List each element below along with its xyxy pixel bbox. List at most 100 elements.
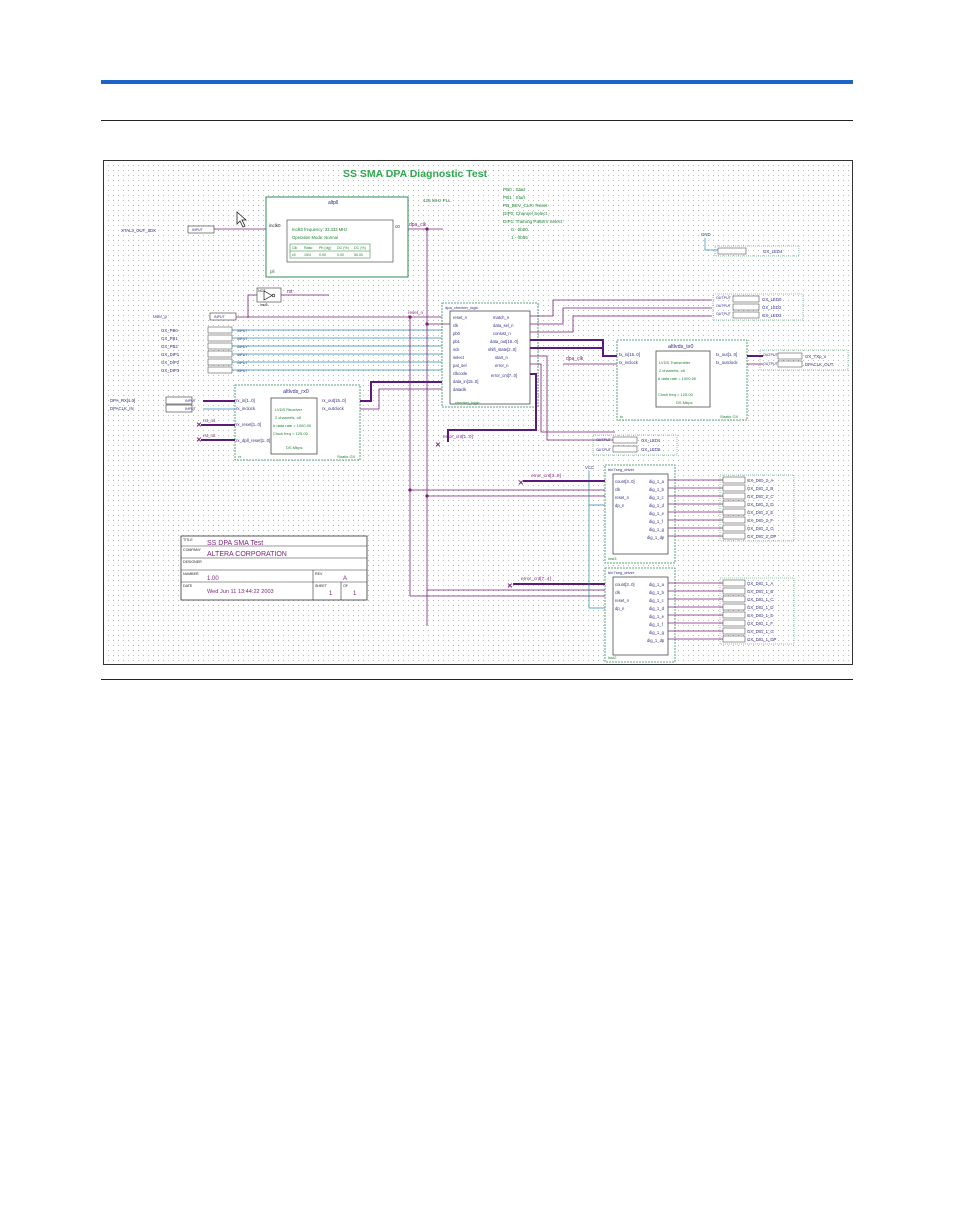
tx-port-left: tx_in[15..0] <box>619 352 640 357</box>
output-pin[interactable]: GX_DIG_1_E <box>722 611 773 619</box>
rx-name: altlvds_rx0 <box>283 389 309 395</box>
digit-name: bin7seg_driver <box>608 467 635 472</box>
tx-info: LVDS Transmitter <box>659 360 691 365</box>
pll-table-cell: 0.00 <box>337 253 344 257</box>
output-pin[interactable]: GX_DIG_1_B <box>722 587 773 595</box>
rx-info: Clock freq = 125.00 <box>273 431 309 436</box>
output-pin[interactable]: GX_DIG_1_A <box>722 579 773 587</box>
output-pin[interactable]: GX_DIG_2_G <box>722 524 774 532</box>
rx-info: 2 channels, x8 <box>275 415 302 420</box>
checker-port-left: pb0 <box>453 331 461 336</box>
output-pin-name: GX_DIG_1_B <box>747 589 773 594</box>
output-pin-tag: OUTPUT <box>716 304 732 308</box>
checker-port-right: shift_state[2..0] <box>488 347 516 352</box>
digit-display-1[interactable]: bin7seg_driver count[3..0] clk reset_n d… <box>604 464 676 564</box>
net-label-error-cnt-b: error_cnt[3..0] <box>531 473 561 479</box>
input-pin-name: XTAL3_OUT_3DX <box>121 228 156 233</box>
output-pin-gx-txp[interactable]: OUTPUT GX_TXp_o <box>763 352 827 360</box>
input-pin-name: GX_PB0 <box>161 328 178 333</box>
output-pin[interactable]: GX_DIG_1_F <box>722 619 773 627</box>
output-pin-led0[interactable]: OUTPUT GX_LED0 <box>716 295 782 303</box>
input-pin-tag: INPUT <box>237 369 248 373</box>
output-pin-led3[interactable]: OUTPUT GX_LED3 <box>716 311 782 319</box>
input-pin-dpa-rx[interactable]: DPA_RX[1.0] INPUT <box>110 396 197 405</box>
checker-logic-block[interactable]: dpa_checker_logic reset_n clk pb0 pb1 sc… <box>441 302 539 408</box>
output-pin[interactable]: GX_DIG_2_B <box>722 484 773 492</box>
x-marker-icon: ✕ <box>507 583 513 590</box>
output-pin[interactable]: GX_DIG_1_D <box>722 603 774 611</box>
digit-port-right: dig_1_a <box>649 582 665 587</box>
output-pin-led5[interactable]: OUTPUT GX_LED5 <box>596 445 661 453</box>
bus-wire <box>543 347 622 357</box>
output-pin[interactable]: GX_DIG_1_C <box>722 595 774 603</box>
lvds-rx-block[interactable]: altlvds_rx0 rx_in[1..0] rx_inclock rx_re… <box>234 384 361 461</box>
output-pin-name: GX_DIG_1_E <box>747 613 773 618</box>
tx-port-right: tx_out[1..0] <box>716 352 737 357</box>
output-pin-symbol <box>722 595 746 603</box>
checker-port-left: data_in[15..0] <box>453 379 478 384</box>
checker-port-right: error_cnt[7..0] <box>491 373 517 378</box>
output-pin[interactable]: GX_DIG_2_D <box>722 500 774 508</box>
digit-port-left: clk <box>615 487 621 492</box>
output-pin[interactable]: GX_DIG_1_G <box>722 627 774 635</box>
output-pin-name: GX_LED0 <box>762 297 782 302</box>
output-pin[interactable]: GX_DIG_2_E <box>722 508 773 516</box>
checker-instance: checker_logic <box>455 400 479 405</box>
input-pin-name: GX_PB2 <box>161 344 178 349</box>
input-pin-tag: INPUT <box>237 337 248 341</box>
output-pin-symbol <box>722 587 746 595</box>
output-pin[interactable]: GX_DIG_2_C <box>722 492 774 500</box>
output-pin-frame <box>714 245 800 257</box>
checker-port-right: data_sel_n <box>493 323 514 328</box>
output-pin-led4[interactable]: OUTPUT GX_LED4 <box>714 245 800 257</box>
pll-table: Clk Ratio Ph (dg) DC (%) DC (%) c0 15/4 … <box>289 243 371 259</box>
pll-table-head: Ph (dg) <box>319 246 331 250</box>
net-label-vcc: VCC <box>585 465 594 470</box>
input-pin-dpaclk-in[interactable]: DPACLK_IN INPUT <box>110 404 197 413</box>
output-pin-symbol <box>732 303 760 311</box>
output-pin-dpaclk-out[interactable]: OUTPUT DPACLK_OUT <box>763 360 834 368</box>
checker-port-left: pb1 <box>453 339 461 344</box>
lvds-tx-block[interactable]: altlvds_tx0 tx_in[15..0] tx_inclock tx_o… <box>616 339 748 421</box>
input-pin-name: DPA_RX[1.0] <box>110 398 135 403</box>
input-pin-tag: INPUT <box>185 399 197 403</box>
output-pin[interactable]: GX_DIG_2_F <box>722 516 773 524</box>
digit-port-right: dig_1_g <box>649 630 665 635</box>
input-pin-user[interactable]: User_p INPUT <box>153 312 237 321</box>
rx-info: DS Mbps <box>286 445 302 450</box>
note-line: 0 - 0b00 <box>511 227 528 232</box>
pll-table-cell: 50.00 <box>354 253 363 257</box>
inverter-gate[interactable]: NOT inst5 <box>256 287 282 307</box>
footer-thin-rule <box>101 679 853 680</box>
net-label-rst-n1: rst_n1 <box>203 418 216 423</box>
output-pin[interactable]: GX_DIG_2_A <box>722 476 773 484</box>
input-pin-symbol <box>207 326 233 334</box>
pll-block[interactable]: altpll pll inclk0 c0 125 MHz PLL Inclk0 … <box>265 196 451 278</box>
input-pin-xtal[interactable]: XTAL3_OUT_3DX INPUT <box>121 225 215 234</box>
pll-table-head: Ratio <box>304 246 312 250</box>
digit-2-outputs: GX_DIG_1_A GX_DIG_1_B GX_DIG_1_C GX_DIG_… <box>722 579 777 643</box>
output-pin[interactable]: GX_DIG_2_DP <box>722 532 777 540</box>
wire <box>530 355 615 441</box>
rx-instance: rx <box>238 454 241 459</box>
output-pin-led2[interactable]: OUTPUT GX_LED2 <box>716 303 782 311</box>
output-pin[interactable]: GX_DIG_1_DP <box>722 635 777 643</box>
x-marker-icon: ✕ <box>518 480 524 487</box>
output-pin-name: GX_DIG_2_G <box>747 526 774 531</box>
number-label: NUMBER <box>183 572 199 576</box>
output-pin-led1[interactable]: OUTPUT GX_LED1 <box>596 436 661 444</box>
input-pin-symbol <box>207 334 233 342</box>
digit-display-2[interactable]: bin7seg_driver count[3..0] clk reset_n d… <box>604 567 676 663</box>
of-value: 1 <box>353 591 357 597</box>
digit-1-wires <box>668 479 723 537</box>
output-pin-tag: OUTPUT <box>716 312 732 316</box>
rev-label: REV <box>315 572 323 576</box>
output-pin-symbol <box>722 476 746 484</box>
bus-wire <box>360 381 450 402</box>
output-pin-tag: OUTPUT <box>763 362 779 366</box>
digit-instance: inst2 <box>608 655 617 660</box>
bus-wire <box>447 373 537 442</box>
tx-output-frame <box>759 349 849 371</box>
digit-port-left: clk <box>615 590 621 595</box>
digit-port-right: dig_1_b <box>649 590 665 595</box>
